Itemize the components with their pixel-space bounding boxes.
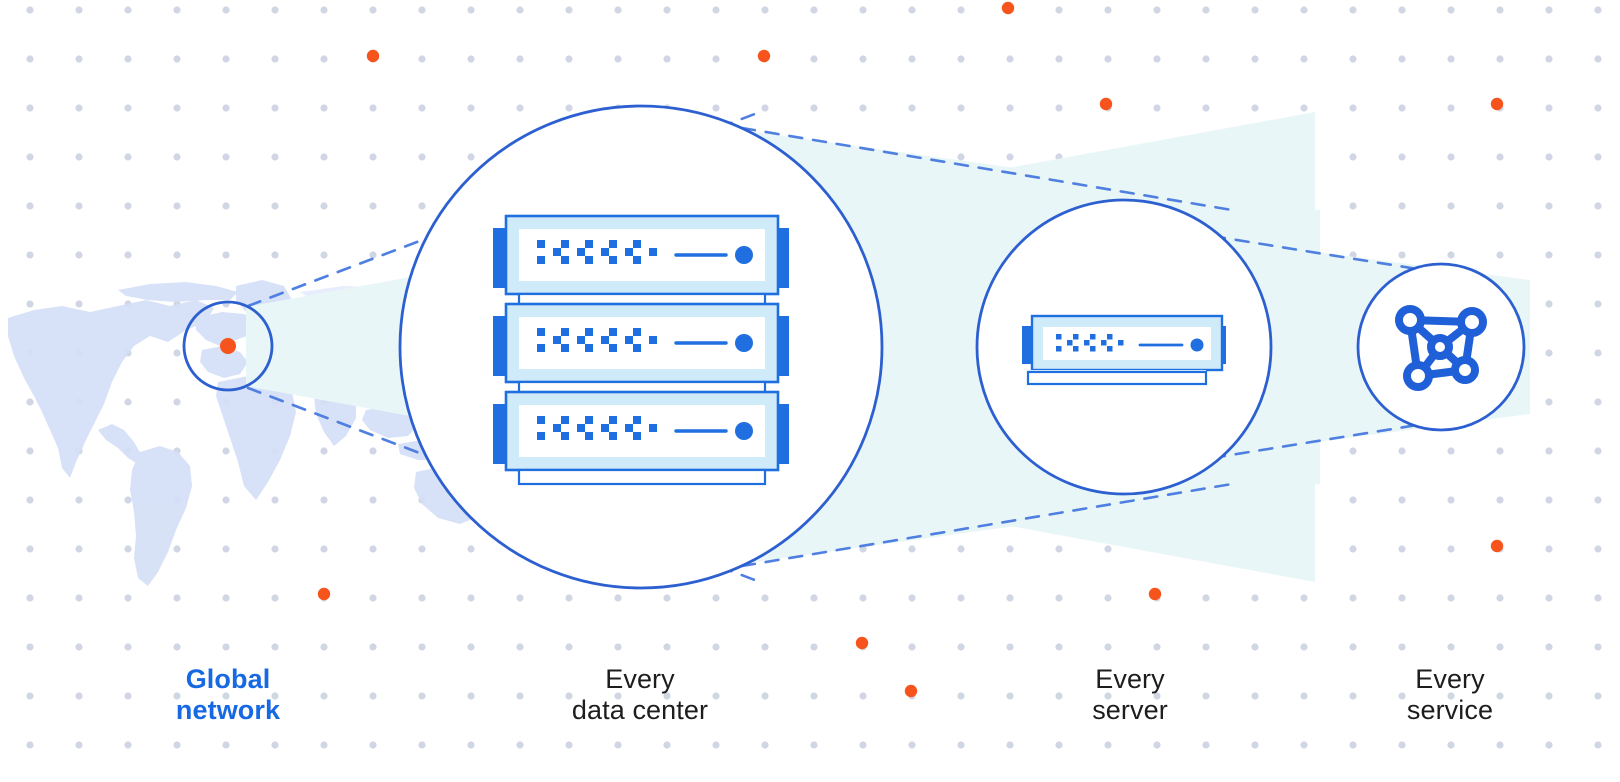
caption-every-service: Every service xyxy=(1406,664,1494,726)
stage-every-service[interactable] xyxy=(1356,262,1526,432)
orange-accent-dot xyxy=(1001,1,1015,15)
dashed-guide-bottom-2 xyxy=(740,482,1234,568)
orange-accent-dot xyxy=(904,684,918,698)
orange-accent-dot xyxy=(1490,97,1504,111)
orange-accent-dot xyxy=(1490,539,1504,553)
orange-accent-dot xyxy=(757,49,771,63)
caption-every-data-center: Every data center xyxy=(571,664,709,726)
orange-dots xyxy=(317,1,1504,698)
caption-global-network: Global network xyxy=(175,664,281,726)
network-nodes-icon xyxy=(1395,305,1487,391)
location-marker-icon xyxy=(220,338,236,354)
dashed-guide-top-2 xyxy=(740,126,1234,212)
orange-accent-dot xyxy=(855,636,869,650)
orange-accent-dot xyxy=(1148,587,1162,601)
server-unit-3 xyxy=(493,390,789,486)
magnifier-circle xyxy=(182,300,274,392)
dashed-guide-bottom-3 xyxy=(1210,420,1438,460)
server-rack-icon xyxy=(493,214,789,486)
server-unit-2 xyxy=(493,302,789,398)
orange-accent-dot xyxy=(1099,97,1113,111)
orange-accent-dot xyxy=(366,49,380,63)
stage-every-data-center[interactable] xyxy=(398,104,884,590)
stage-global-network[interactable] xyxy=(182,300,274,392)
stage-every-server[interactable] xyxy=(975,198,1273,496)
orange-accent-dot xyxy=(317,587,331,601)
caption-every-server: Every server xyxy=(1092,664,1168,726)
server-unit-icon xyxy=(1022,314,1226,386)
dashed-guide-top-3 xyxy=(1210,234,1438,274)
